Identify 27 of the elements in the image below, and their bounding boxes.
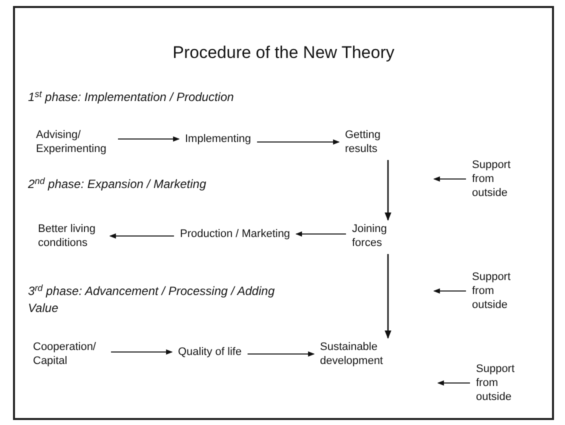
step-text: Support from outside <box>472 158 520 200</box>
step-text: Cooperation/ Capital <box>33 340 105 368</box>
step-text: Production / Marketing <box>180 227 290 241</box>
step-text: Sustainable development <box>320 340 406 368</box>
phase-heading: 3$^{rd}$ phase: Advancement / Processing / Adding Value <box>28 283 276 317</box>
arrow <box>384 160 392 221</box>
arrow <box>109 233 174 239</box>
phase-heading: 2$^{nd}$ phase: Expansion / Marketing <box>28 176 208 193</box>
step-text: Support from outside <box>472 270 520 312</box>
step-text: Joining forces <box>352 222 396 250</box>
step-text: Implementing <box>185 132 252 146</box>
arrow <box>257 139 340 145</box>
arrow <box>111 349 173 355</box>
arrow <box>248 351 315 357</box>
step-text: Advising/ Experimenting <box>36 128 112 156</box>
phase-heading: 1$^{st}$ phase: Implementation / Production <box>28 89 235 106</box>
arrow <box>433 288 466 294</box>
step-text: Quality of life <box>178 345 242 359</box>
step-text: Support from outside <box>476 362 524 404</box>
arrow <box>295 231 346 237</box>
step-text: Better living conditions <box>38 222 104 250</box>
title: Procedure of the New Theory <box>172 42 396 64</box>
arrow <box>437 380 470 386</box>
arrow <box>433 176 466 182</box>
arrow <box>384 254 392 339</box>
arrow <box>118 136 180 142</box>
step-text: Getting results <box>345 128 397 156</box>
